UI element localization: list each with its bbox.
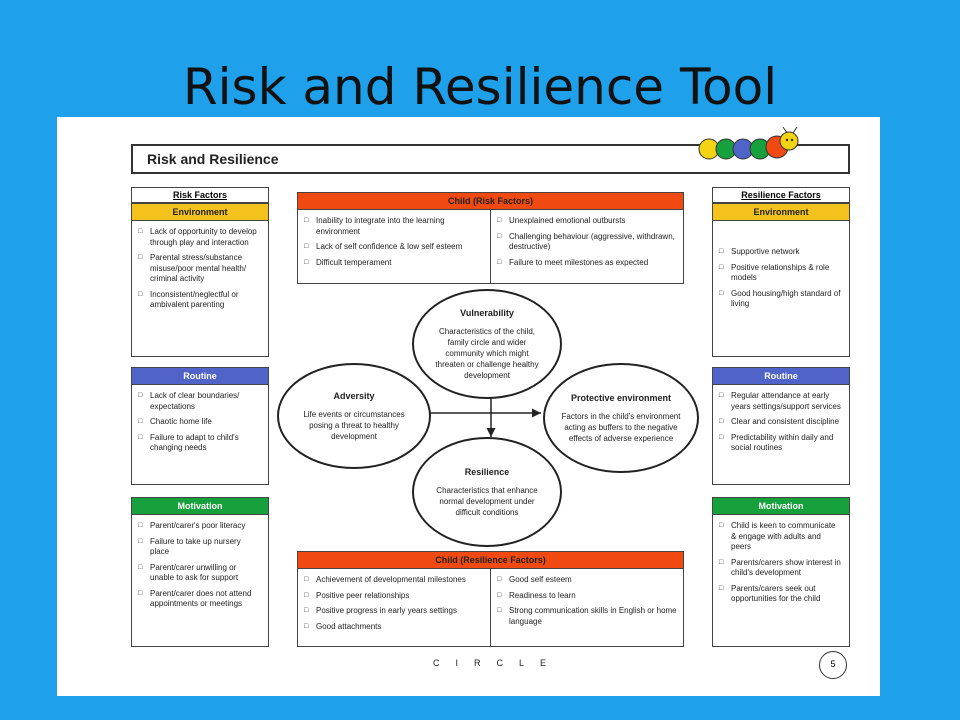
list-item: Parent/carer does not attend appointment… <box>138 589 262 610</box>
child-resilience-title: Child (Resilience Factors) <box>298 552 683 569</box>
vulnerability-text: Characteristics of the child, family cir… <box>435 326 539 380</box>
list-item: Strong communication skills in English o… <box>497 606 677 627</box>
list-item: Parent/carer unwilling or unable to ask … <box>138 563 262 584</box>
list-item: Clear and consistent discipline <box>719 417 843 428</box>
child-risk-title: Child (Risk Factors) <box>298 193 683 210</box>
resilience-circle: Resilience Characteristics that enhance … <box>412 437 562 547</box>
list-item: Good housing/high standard of living <box>719 289 843 310</box>
list-item: Failure to adapt to child's changing nee… <box>138 433 262 454</box>
list-item: Predictability within daily and social r… <box>719 433 843 454</box>
list-item: Supportive network <box>719 247 843 258</box>
protective-title: Protective environment <box>570 392 672 403</box>
adversity-title: Adversity <box>333 390 375 401</box>
list-item: Child is keen to communicate & engage wi… <box>719 521 843 553</box>
list-item: Lack of clear boundaries/ expectations <box>138 391 262 412</box>
caterpillar-logo-icon <box>698 127 799 160</box>
risk-routine-title: Routine <box>132 368 268 385</box>
list-item: Achievement of developmental milestones <box>304 575 484 586</box>
adversity-circle: Adversity Life events or circumstances p… <box>277 363 431 469</box>
list-item: Parental stress/substance misuse/poor me… <box>138 253 262 285</box>
list-item: Lack of opportunity to develop through p… <box>138 227 262 248</box>
list-item: Parents/carers seek out opportunities fo… <box>719 584 843 605</box>
list-item: Good self esteem <box>497 575 677 586</box>
protective-text: Factors in the child's environment actin… <box>561 411 681 443</box>
risk-environment-panel: Environment Lack of opportunity to devel… <box>131 203 269 357</box>
header-title: Risk and Resilience <box>147 151 279 167</box>
resilience-environment-title: Environment <box>713 204 849 221</box>
list-item: Inability to integrate into the learning… <box>304 216 484 237</box>
slide-title: Risk and Resilience Tool <box>182 58 778 116</box>
list-item: Positive progress in early years setting… <box>304 606 484 617</box>
resilience-motivation-title: Motivation <box>713 498 849 515</box>
vulnerability-title: Vulnerability <box>460 307 514 318</box>
header-bar: Risk and Resilience <box>131 144 850 174</box>
resilience-routine-title: Routine <box>713 368 849 385</box>
list-item: Positive peer relationships <box>304 591 484 602</box>
list-item: Parent/carer's poor literacy <box>138 521 262 532</box>
vulnerability-circle: Vulnerability Characteristics of the chi… <box>412 289 562 399</box>
list-item: Failure to take up nursery place <box>138 537 262 558</box>
child-resilience-panel: Child (Resilience Factors) Achievement o… <box>297 551 684 647</box>
footer-circle-wordmark: CIRCLE <box>433 658 563 668</box>
list-item: Challenging behaviour (aggressive, withd… <box>497 232 677 253</box>
list-item: Parents/carers show interest in child's … <box>719 558 843 579</box>
connector-arrows <box>430 383 541 437</box>
risk-factors-tab: Risk Factors <box>131 187 269 203</box>
list-item: Regular attendance at early years settin… <box>719 391 843 412</box>
resilience-environment-panel: Environment Supportive network Positive … <box>712 203 850 357</box>
list-item: Difficult temperament <box>304 258 484 269</box>
resilience-motivation-panel: Motivation Child is keen to communicate … <box>712 497 850 647</box>
list-item: Inconsistent/neglectful or ambivalent pa… <box>138 290 262 311</box>
adversity-text: Life events or circumstances posing a th… <box>303 409 405 441</box>
list-item: Chaotic home life <box>138 417 262 428</box>
list-item: Failure to meet milestones as expected <box>497 258 677 269</box>
list-item: Good attachments <box>304 622 484 633</box>
page-number: 5 <box>819 651 847 679</box>
resilience-factors-tab: Resilience Factors <box>712 187 850 203</box>
risk-environment-title: Environment <box>132 204 268 221</box>
protective-environment-circle: Protective environment Factors in the ch… <box>543 363 699 473</box>
resilience-routine-panel: Routine Regular attendance at early year… <box>712 367 850 485</box>
list-item: Unexplained emotional outbursts <box>497 216 677 227</box>
risk-routine-panel: Routine Lack of clear boundaries/ expect… <box>131 367 269 485</box>
risk-resilience-document: Risk and Resilience Risk Factors Environ… <box>57 117 880 696</box>
resilience-text: Characteristics that enhance normal deve… <box>436 485 538 517</box>
risk-motivation-panel: Motivation Parent/carer's poor literacy … <box>131 497 269 647</box>
risk-motivation-title: Motivation <box>132 498 268 515</box>
list-item: Readiness to learn <box>497 591 677 602</box>
list-item: Lack of self confidence & low self estee… <box>304 242 484 253</box>
list-item: Positive relationships & role models <box>719 263 843 284</box>
child-risk-panel: Child (Risk Factors) Inability to integr… <box>297 192 684 284</box>
resilience-title: Resilience <box>464 466 510 477</box>
